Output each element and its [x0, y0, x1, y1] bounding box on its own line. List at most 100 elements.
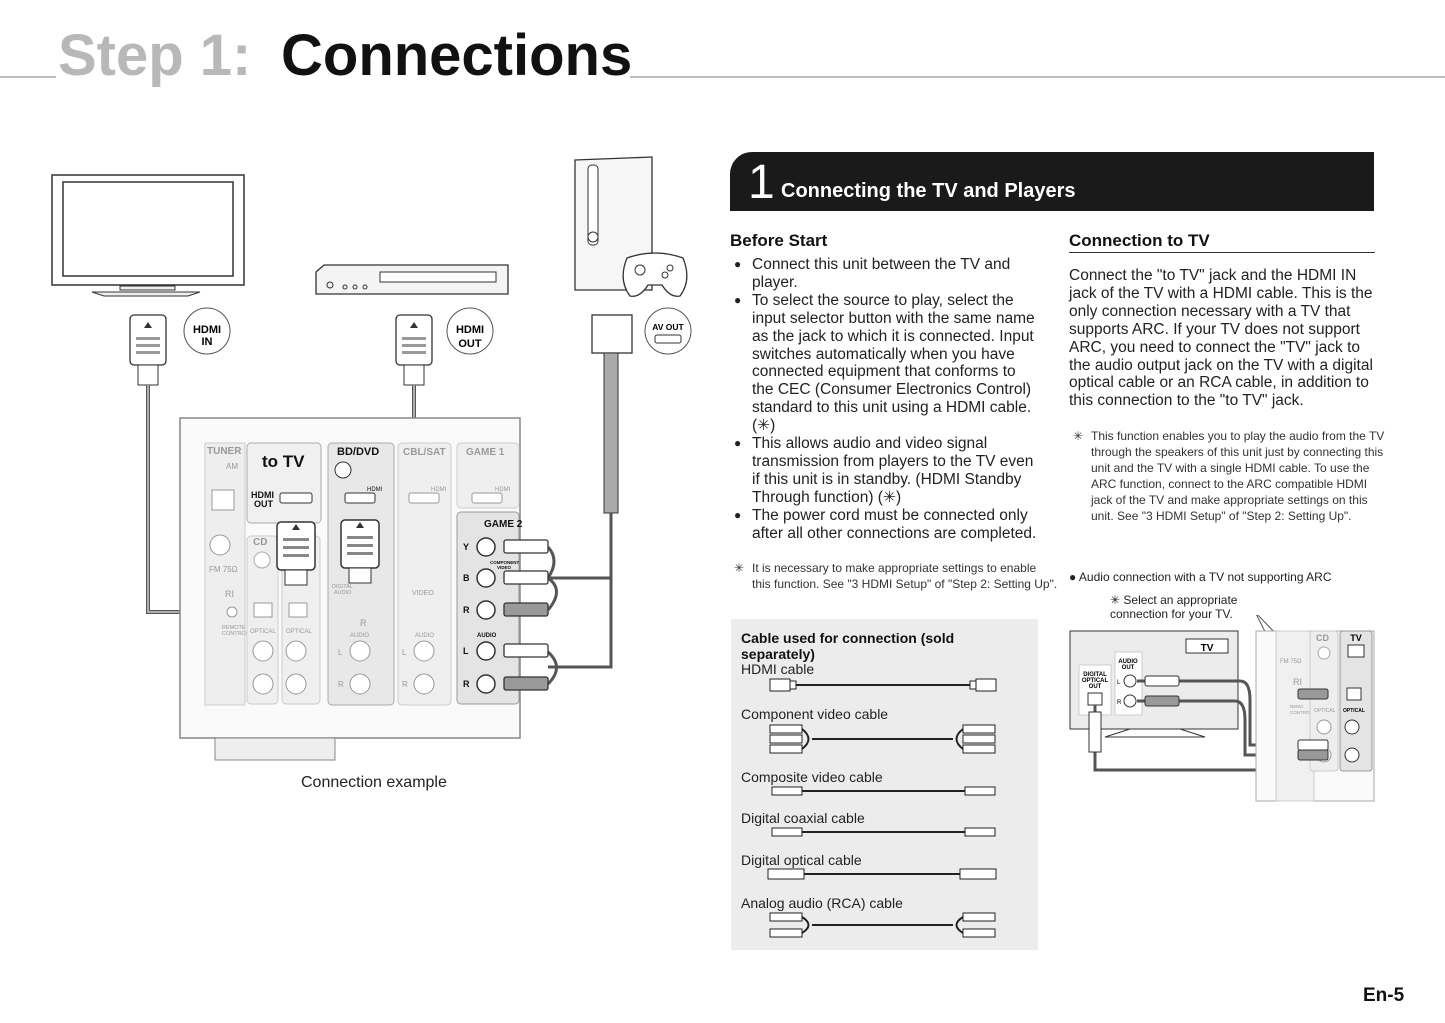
- tv-icon: [51, 174, 245, 297]
- before-start-note: ✳ It is necessary to make appropriate se…: [734, 560, 1058, 592]
- list-item: This allows audio and video signal trans…: [734, 435, 1040, 507]
- rca-cable-icon: [769, 912, 996, 938]
- diagram-caption: Connection example: [301, 774, 447, 791]
- svg-text:R: R: [338, 680, 344, 689]
- component-cable-icon: [769, 724, 996, 754]
- header-rule-right: [630, 76, 1445, 78]
- cable-label-component: Component video cable: [741, 706, 889, 722]
- page-number: En-5: [1363, 985, 1405, 1006]
- note-text: This function enables you to play the au…: [1091, 429, 1385, 523]
- svg-text:OUT: OUT: [1122, 665, 1135, 671]
- av-out-callout: AV OUT: [644, 307, 692, 355]
- svg-text:L: L: [402, 648, 407, 657]
- svg-text:GAME 2: GAME 2: [484, 519, 523, 530]
- svg-text:CD: CD: [1316, 633, 1329, 643]
- arc-audio-bullet: ● Audio connection with a TV not support…: [1069, 570, 1332, 584]
- av-cable-console: [548, 513, 613, 669]
- svg-text:TV: TV: [1350, 633, 1362, 643]
- cable-box-title: Cable used for connection (sold separate…: [741, 630, 955, 662]
- cable-label-rca: Analog audio (RCA) cable: [741, 895, 903, 911]
- svg-text:AUDIO: AUDIO: [350, 633, 369, 639]
- svg-text:DIGITAL: DIGITAL: [332, 584, 353, 590]
- cable-info-box: [731, 619, 1038, 950]
- svg-text:AUDIO: AUDIO: [477, 633, 497, 639]
- section-title: Connecting the TV and Players: [781, 180, 1076, 202]
- svg-text:CONTRO: CONTRO: [1290, 710, 1310, 715]
- cable-label-optical: Digital optical cable: [741, 852, 862, 868]
- header-rule-left: [0, 76, 56, 78]
- svg-text:VIDEO: VIDEO: [412, 590, 434, 597]
- svg-text:OUT: OUT: [254, 499, 274, 509]
- svg-text:HDMI: HDMI: [431, 487, 447, 493]
- bd-player-icon: [315, 264, 509, 295]
- svg-text:AUDIO: AUDIO: [1118, 659, 1138, 665]
- svg-text:OPTICAL: OPTICAL: [1082, 678, 1109, 684]
- svg-text:OUT: OUT: [1089, 684, 1102, 690]
- svg-text:VIDEO: VIDEO: [497, 565, 512, 570]
- cable-label-hdmi: HDMI cable: [741, 661, 815, 677]
- svg-text:HDMI: HDMI: [367, 487, 383, 493]
- svg-text:AM: AM: [226, 462, 238, 471]
- svg-text:HDMI: HDMI: [193, 324, 221, 336]
- svg-text:OPTICAL: OPTICAL: [250, 629, 276, 635]
- list-item: Connect this unit between the TV and pla…: [734, 256, 1040, 292]
- svg-text:DIGITAL: DIGITAL: [1083, 672, 1107, 678]
- svg-text:Y: Y: [463, 542, 469, 552]
- hdmi-plug-to-tv-jack: [276, 521, 316, 586]
- svg-text:REMOTE: REMOTE: [222, 625, 246, 631]
- cable-illustrations: [767, 678, 997, 938]
- svg-text:OUT: OUT: [458, 338, 482, 350]
- heading-rule: [1069, 252, 1375, 253]
- svg-text:L: L: [463, 646, 469, 656]
- svg-text:GAME 1: GAME 1: [466, 447, 505, 458]
- svg-text:B: B: [463, 573, 470, 583]
- svg-text:BD/DVD: BD/DVD: [337, 446, 379, 458]
- page-title: Connections: [281, 23, 633, 88]
- svg-text:AV OUT: AV OUT: [652, 322, 684, 332]
- asterisk-icon: ✳: [1073, 429, 1084, 443]
- step-prefix: Step 1:: [58, 23, 252, 88]
- hdmi-plug-bd-jack: [340, 519, 380, 584]
- svg-text:AUDIO: AUDIO: [415, 633, 434, 639]
- svg-text:OPTICAL: OPTICAL: [286, 629, 312, 635]
- svg-text:COMPONENT: COMPONENT: [490, 560, 520, 565]
- svg-text:R: R: [360, 618, 367, 628]
- receiver-rear-panel: TUNER AM FM 75Ω RI REMOTE CONTROL to TV …: [179, 417, 523, 761]
- svg-text:TV: TV: [1201, 643, 1214, 654]
- connection-to-tv-body: Connect the "to TV" jack and the HDMI IN…: [1069, 267, 1373, 410]
- cable-label-coaxial: Digital coaxial cable: [741, 810, 865, 826]
- optical-cable-icon: [767, 868, 997, 880]
- svg-text:R: R: [463, 605, 470, 615]
- rca-plugs: [503, 539, 549, 691]
- svg-text:REMO: REMO: [1290, 704, 1304, 709]
- hdmi-in-callout: HDMI IN: [183, 307, 231, 355]
- select-connection-note: ✳ Select an appropriate connection for y…: [1110, 593, 1238, 621]
- list-item: To select the source to play, select the…: [734, 292, 1040, 435]
- svg-text:FM 75Ω: FM 75Ω: [1280, 659, 1302, 665]
- svg-text:L: L: [1117, 680, 1121, 686]
- svg-text:FM 75Ω: FM 75Ω: [209, 565, 238, 574]
- svg-text:CBL/SAT: CBL/SAT: [403, 447, 446, 458]
- av-plug-console: [591, 314, 633, 514]
- hdmi-plug-bd: [395, 314, 433, 386]
- note-text: It is necessary to make appropriate sett…: [752, 561, 1058, 591]
- svg-text:AUDIO: AUDIO: [334, 590, 352, 596]
- svg-text:RI: RI: [1293, 677, 1302, 687]
- hdmi-plug-tv: [129, 314, 167, 386]
- before-start-heading: Before Start: [730, 231, 828, 250]
- svg-text:OPTICAL: OPTICAL: [1314, 708, 1336, 714]
- game-controller-icon: [622, 252, 688, 297]
- coaxial-cable-icon: [771, 827, 996, 837]
- hdmi-out-callout: HDMI OUT: [446, 307, 494, 355]
- svg-text:RI: RI: [225, 589, 234, 599]
- before-start-list: Connect this unit between the TV and pla…: [734, 256, 1040, 543]
- svg-text:HDMI: HDMI: [456, 324, 484, 336]
- connection-to-tv-heading: Connection to TV: [1069, 231, 1210, 250]
- section-number: 1: [748, 156, 775, 209]
- svg-text:TUNER: TUNER: [207, 446, 242, 457]
- svg-text:IN: IN: [202, 336, 213, 348]
- svg-text:CD: CD: [253, 537, 267, 548]
- connection-diagram: HDMI IN HDMI OUT AV OUT TUNER AM: [51, 156, 692, 761]
- svg-text:R: R: [402, 680, 408, 689]
- svg-text:HDMI: HDMI: [251, 490, 274, 500]
